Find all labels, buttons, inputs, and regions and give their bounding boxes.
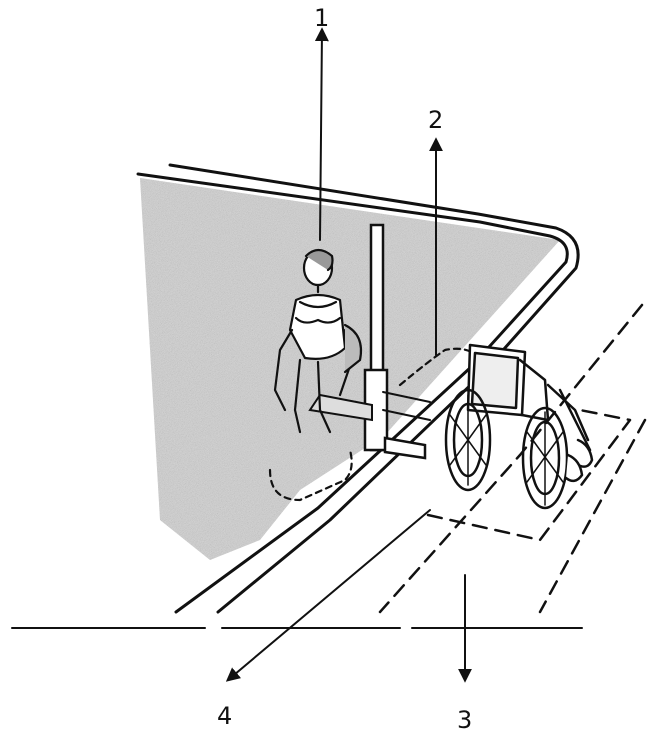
seat-swing-path: [268, 347, 482, 502]
pool-edge: [136, 163, 580, 614]
wheelchair: [444, 343, 594, 510]
seated-person: [273, 248, 363, 434]
arrow-1: [314, 27, 329, 241]
label-1: 1: [314, 4, 329, 32]
label-2: 2: [428, 106, 443, 134]
leader-arrows: [225, 27, 472, 683]
label-4: 4: [217, 702, 232, 730]
hoist: [308, 223, 431, 460]
transfer-zone: [378, 303, 647, 614]
arrow-4: [225, 509, 431, 682]
label-3: 3: [457, 706, 472, 734]
